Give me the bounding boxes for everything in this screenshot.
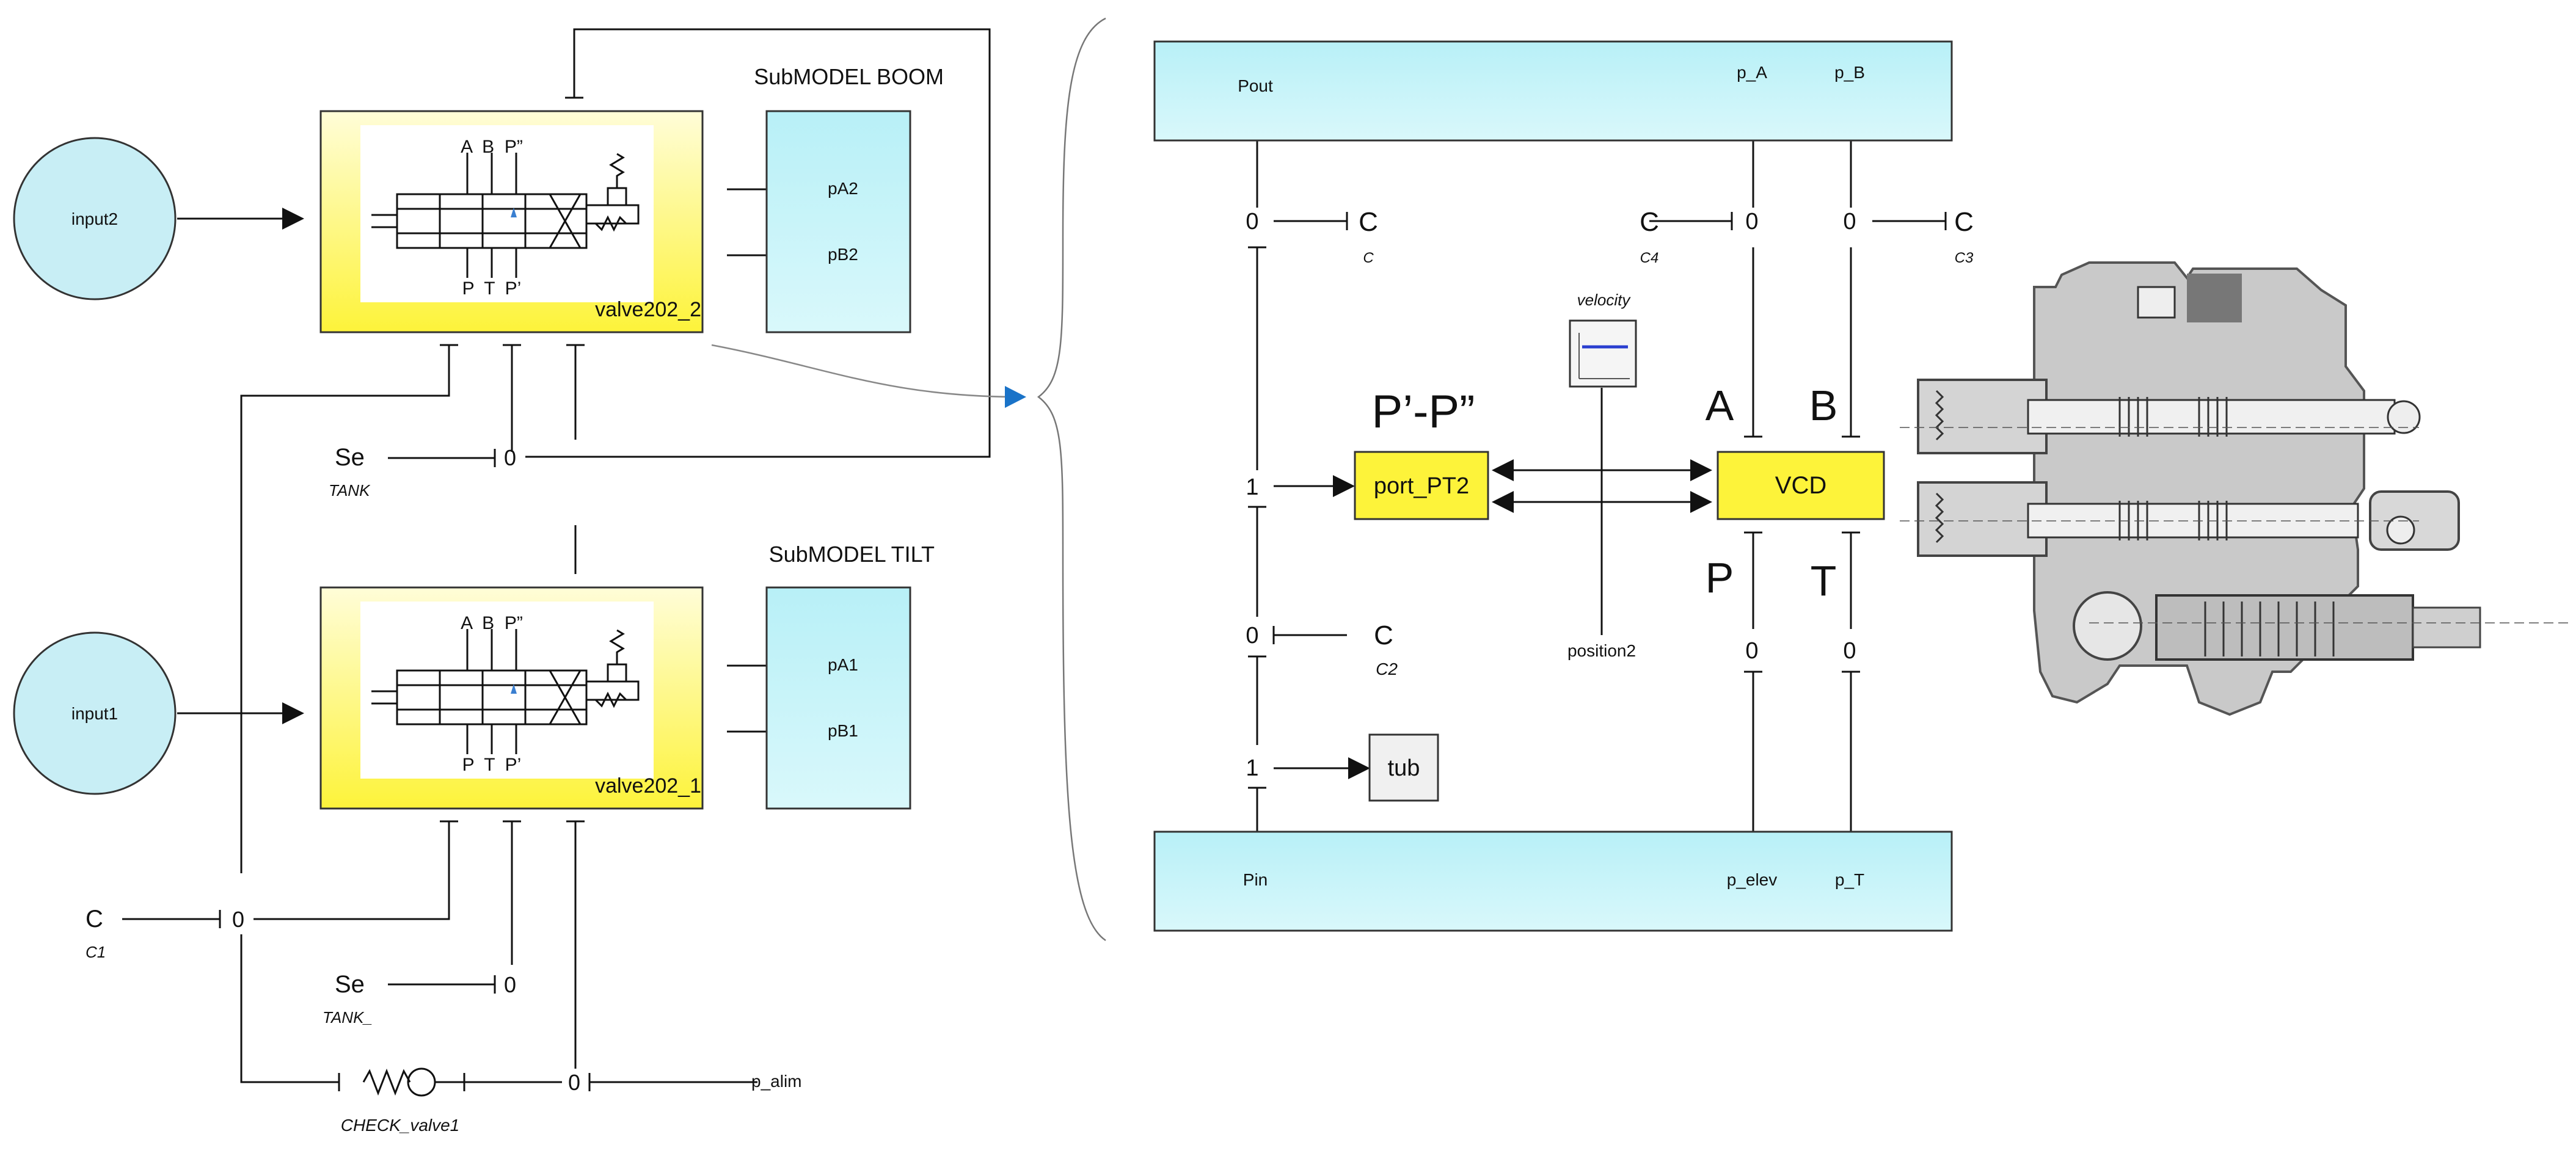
valve-boom-bottom-ports: P T P’ bbox=[462, 278, 522, 299]
junction-0-c2: 0 bbox=[1246, 623, 1258, 649]
port-pelev-label: p_elev bbox=[1727, 870, 1778, 889]
junction-1-tub: 1 bbox=[1246, 755, 1258, 781]
pressure-diff-label: P’-P” bbox=[1372, 386, 1475, 438]
input2-source[interactable] bbox=[13, 137, 177, 300]
port-pa2-label: pA2 bbox=[828, 179, 858, 198]
cap-c2-label: C bbox=[1374, 620, 1393, 650]
junction-0-a: 0 bbox=[1745, 209, 1758, 234]
tub-label: tub bbox=[1388, 755, 1420, 781]
port-pb2-label: pB2 bbox=[828, 245, 858, 264]
port-pt-label: p_T bbox=[1835, 870, 1864, 889]
letter-p-label: P bbox=[1706, 554, 1734, 602]
directional-valve-boom-icon bbox=[371, 153, 640, 278]
valve-cross-section-image bbox=[1900, 261, 2569, 716]
port-pb-label: p_B bbox=[1834, 63, 1865, 82]
port-pt2-label: port_PT2 bbox=[1374, 473, 1469, 499]
velocity-scope-icon[interactable] bbox=[1569, 319, 1637, 388]
junction-0-b: 0 bbox=[1843, 209, 1856, 234]
c1-sub: C1 bbox=[86, 943, 106, 961]
tub-block[interactable] bbox=[1368, 733, 1439, 802]
output-ports-bar[interactable] bbox=[1153, 40, 1953, 142]
letter-b-label: B bbox=[1809, 382, 1838, 429]
se-boom-label: Se bbox=[335, 444, 365, 471]
cap-c4-label: C bbox=[1640, 207, 1659, 237]
port-pa1-label: pA1 bbox=[828, 655, 858, 674]
cap-c-label: C bbox=[1359, 207, 1378, 237]
submodel-tilt-ports-block[interactable] bbox=[765, 586, 911, 810]
vcd-label: VCD bbox=[1775, 472, 1826, 499]
port-pb1-label: pB1 bbox=[828, 721, 858, 740]
valve-boom-name: valve202_2 bbox=[595, 298, 701, 321]
p-alim-label: p_alim bbox=[751, 1072, 801, 1091]
valve-tilt-top-ports: A B P” bbox=[461, 613, 523, 633]
se-tilt-label: Se bbox=[335, 971, 365, 998]
submodel-boom-title: SubMODEL BOOM bbox=[754, 64, 944, 89]
directional-valve-tilt-icon bbox=[371, 629, 640, 754]
cap-c-sub: C bbox=[1363, 250, 1374, 266]
cap-c3-sub: C3 bbox=[1955, 250, 1974, 266]
velocity-label: velocity bbox=[1577, 291, 1632, 309]
port-pin-label: Pin bbox=[1243, 870, 1268, 889]
junction-0-c1: 0 bbox=[232, 907, 244, 932]
junction-0-boom: 0 bbox=[504, 445, 516, 470]
position-label: position2 bbox=[1567, 641, 1636, 660]
junction-0-t: 0 bbox=[1843, 638, 1856, 664]
valve-tilt-bottom-ports: P T P’ bbox=[462, 755, 522, 775]
junction-1-port: 1 bbox=[1246, 474, 1258, 500]
vcd-block[interactable] bbox=[1717, 451, 1885, 520]
input1-source[interactable] bbox=[13, 631, 177, 795]
c1-label: C bbox=[86, 906, 103, 932]
port-pt2-block[interactable] bbox=[1354, 451, 1489, 520]
submodel-tilt-title: SubMODEL TILT bbox=[769, 542, 935, 567]
input-ports-bar[interactable] bbox=[1153, 831, 1953, 932]
check-valve-label: CHECK_valve1 bbox=[341, 1116, 460, 1135]
junction-0-tilt-tank: 0 bbox=[504, 972, 516, 997]
cap-c4-sub: C4 bbox=[1640, 250, 1659, 266]
letter-a-label: A bbox=[1706, 382, 1734, 429]
cap-c3-label: C bbox=[1954, 207, 1974, 237]
input2-label: input2 bbox=[71, 209, 118, 228]
letter-t-label: T bbox=[1811, 557, 1837, 605]
port-pout-label: Pout bbox=[1238, 76, 1273, 95]
junction-0-supply: 0 bbox=[568, 1070, 580, 1095]
cap-c2-sub: C2 bbox=[1376, 660, 1398, 678]
input1-label: input1 bbox=[71, 704, 118, 723]
se-tilt-sub: TANK_ bbox=[323, 1008, 373, 1027]
se-boom-sub: TANK bbox=[329, 481, 371, 500]
submodel-boom-ports-block[interactable] bbox=[765, 110, 911, 333]
valve-tilt-name: valve202_1 bbox=[595, 774, 701, 798]
port-pa-label: p_A bbox=[1737, 63, 1767, 82]
expand-arrow-icon bbox=[1005, 386, 1026, 408]
junction-0-p: 0 bbox=[1745, 638, 1758, 664]
junction-0-c: 0 bbox=[1246, 209, 1258, 234]
valve-boom-top-ports: A B P” bbox=[461, 137, 523, 157]
